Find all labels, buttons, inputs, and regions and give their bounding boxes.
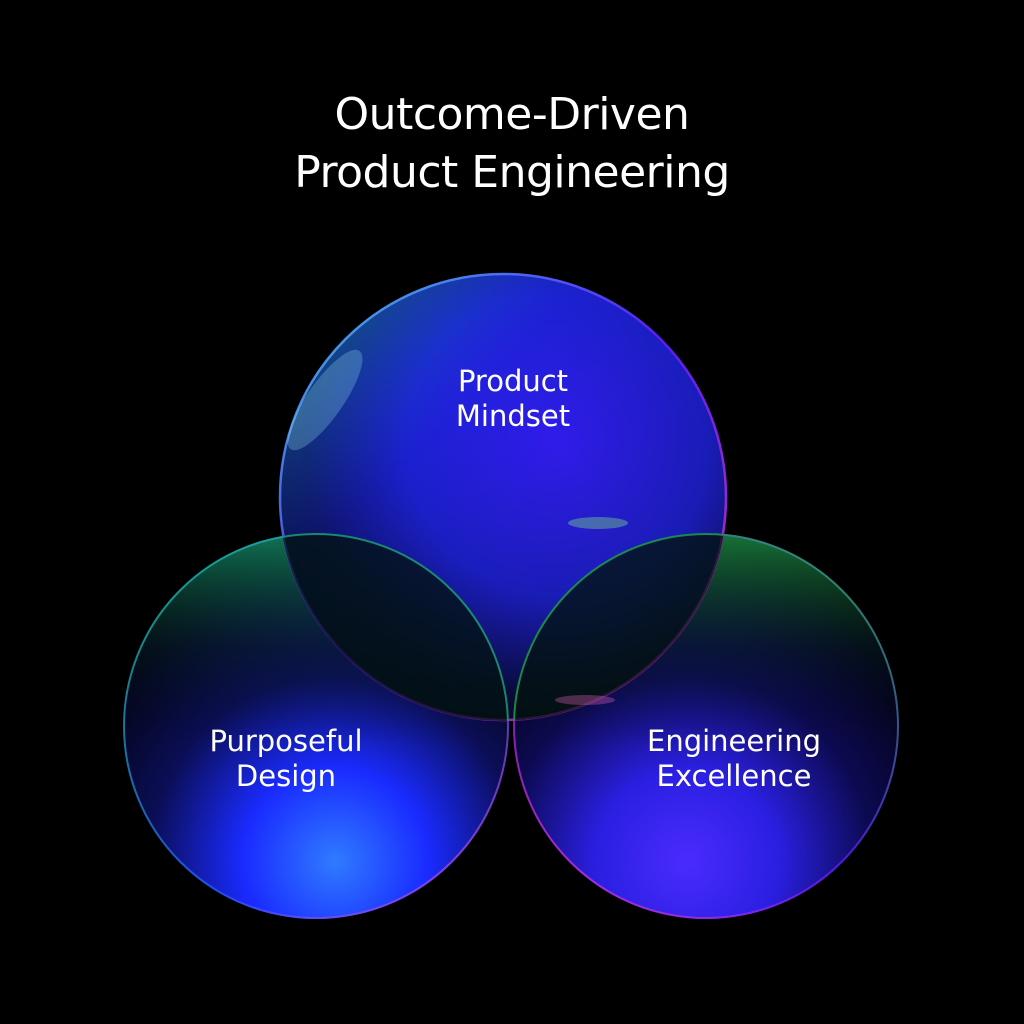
diagram-title: Outcome-Driven Product Engineering — [0, 86, 1024, 202]
label-product-mindset: Product Mindset — [383, 364, 643, 434]
label-purposeful-design-line-1: Purposeful — [209, 724, 363, 758]
overlap-top-left — [279, 533, 509, 721]
label-purposeful-design-line-2: Design — [235, 759, 337, 793]
label-engineering-excellence-line-2: Excellence — [656, 759, 812, 793]
label-product-mindset-line-2: Mindset — [455, 399, 571, 433]
right-overlap-glint — [568, 517, 628, 529]
title-line-1: Outcome-Driven — [334, 89, 690, 140]
top-circle-glint — [287, 349, 363, 451]
label-engineering-excellence: Engineering Excellence — [604, 724, 864, 794]
overlap-top-right — [513, 533, 727, 721]
bottom-glint — [555, 695, 615, 705]
label-engineering-excellence-line-1: Engineering — [647, 724, 821, 758]
label-product-mindset-line-1: Product — [457, 364, 569, 398]
title-line-2: Product Engineering — [294, 147, 730, 198]
label-purposeful-design: Purposeful Design — [156, 724, 416, 794]
